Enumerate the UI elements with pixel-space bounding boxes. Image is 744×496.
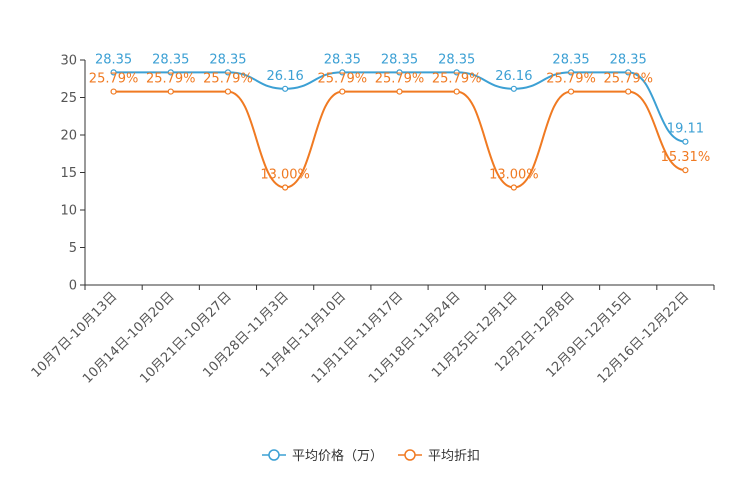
legend-marker-avg-discount [404, 449, 416, 461]
data-point[interactable] [167, 88, 174, 95]
data-label: 25.79% [89, 72, 139, 87]
data-point[interactable] [282, 184, 289, 191]
data-point[interactable] [567, 69, 575, 76]
data-point[interactable] [224, 88, 232, 95]
series-line-1 [113, 90, 686, 189]
data-label: 13.00% [260, 168, 310, 183]
data-label: 28.35 [610, 52, 647, 67]
data-label: 28.35 [381, 52, 418, 67]
x-ticks: 10月7日-10月13日10月14日-10月20日10月21日-10月27日10… [29, 285, 715, 387]
y-tick-label: 0 [69, 279, 77, 294]
data-point[interactable] [682, 138, 689, 145]
y-tick-label: 10 [60, 204, 77, 219]
legend-label-avg-discount: 平均折扣 [428, 449, 480, 464]
data-label: 28.35 [324, 52, 361, 67]
data-label: 15.31% [661, 150, 711, 165]
series-lines [110, 69, 689, 191]
data-point[interactable] [682, 167, 689, 174]
y-tick-label: 15 [60, 166, 77, 181]
data-label: 25.79% [375, 72, 425, 87]
data-label: 28.35 [152, 52, 189, 67]
legend-item-avg-discount[interactable]: 平均折扣 [398, 449, 480, 464]
data-label: 28.35 [552, 52, 589, 67]
data-point[interactable] [224, 69, 232, 76]
y-tick-label: 20 [60, 129, 77, 144]
data-label: 25.79% [546, 72, 596, 87]
data-label: 28.35 [438, 52, 475, 67]
data-point[interactable] [510, 85, 517, 92]
data-point[interactable] [567, 88, 575, 95]
y-tick-label: 25 [60, 91, 77, 106]
legend-marker-avg-price [268, 449, 280, 461]
data-point[interactable] [282, 85, 289, 92]
data-point[interactable] [339, 88, 346, 95]
data-point[interactable] [453, 69, 460, 76]
data-label: 26.16 [495, 69, 532, 84]
data-point[interactable] [453, 88, 460, 95]
data-point[interactable] [396, 69, 403, 76]
data-label: 28.35 [95, 52, 132, 67]
data-point[interactable] [167, 69, 174, 76]
y-tick-label: 30 [60, 54, 77, 69]
legend-item-avg-price[interactable]: 平均价格（万） [262, 448, 383, 464]
data-point[interactable] [110, 69, 117, 76]
legend[interactable]: 平均价格（万） 平均折扣 [262, 448, 480, 464]
data-point[interactable] [510, 184, 517, 191]
data-point[interactable] [625, 69, 632, 76]
data-label: 28.35 [209, 52, 246, 67]
series-line-0 [113, 71, 686, 143]
data-point[interactable] [339, 69, 346, 76]
data-labels: 28.35 28.35 28.35 26.16 28.35 28.35 28.35 26.16… [89, 52, 710, 182]
data-label: 25.79% [603, 72, 653, 87]
data-label: 19.11 [667, 122, 704, 137]
y-ticks: 0 5 10 15 20 25 30 [60, 54, 85, 294]
data-label: 25.79% [203, 72, 253, 87]
data-label: 13.00% [489, 168, 539, 183]
data-label: 25.79% [146, 72, 196, 87]
y-tick-label: 5 [69, 241, 77, 256]
data-point[interactable] [625, 88, 632, 95]
data-point[interactable] [396, 88, 403, 95]
data-label: 25.79% [318, 72, 368, 87]
data-label: 25.79% [432, 72, 482, 87]
legend-label-avg-price: 平均价格（万） [292, 448, 383, 464]
data-label: 26.16 [267, 69, 304, 84]
data-point[interactable] [110, 88, 117, 95]
